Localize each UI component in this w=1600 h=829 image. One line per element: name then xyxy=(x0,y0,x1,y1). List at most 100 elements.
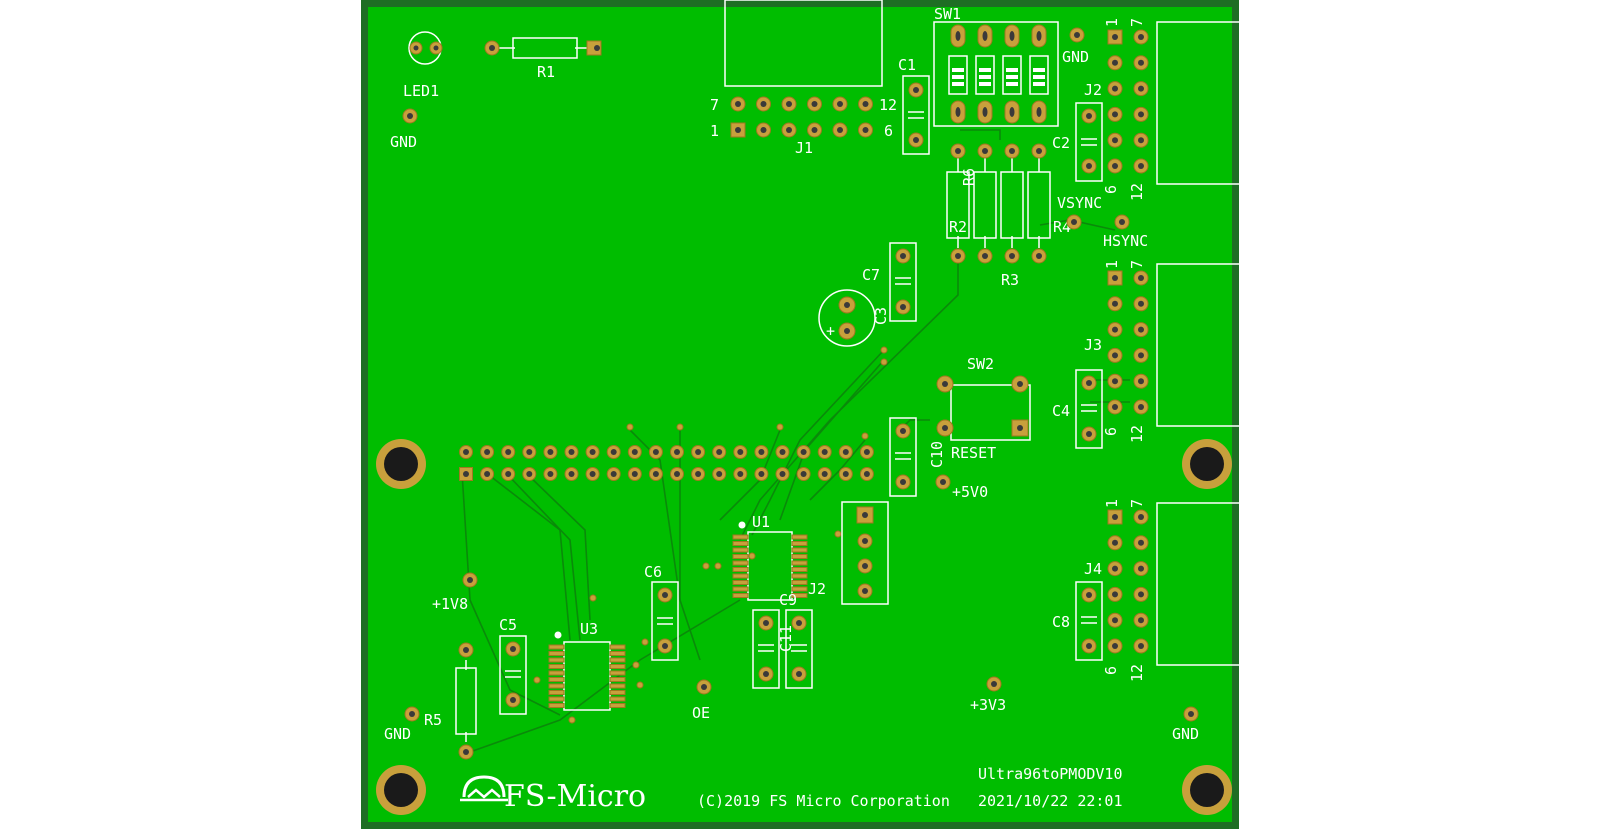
c7-footprint: C7 xyxy=(862,242,917,322)
c11-footprint: C11 xyxy=(777,609,813,689)
j4-pin12-label: 12 xyxy=(1128,664,1146,682)
u1-pin xyxy=(732,573,749,579)
u3-pin xyxy=(548,651,565,656)
drill-hole xyxy=(982,148,988,154)
led1-label: LED1 xyxy=(403,82,439,100)
j3-pmod-connector: 1 7 6 12 J3 xyxy=(1084,260,1244,443)
j2-small-header: J2 xyxy=(808,501,889,605)
u3-pin xyxy=(609,696,626,702)
drill-hole xyxy=(463,449,469,455)
p3v3-label: +3V3 xyxy=(970,696,1006,714)
resistor-body xyxy=(1000,171,1024,239)
sw1-actuator-mark xyxy=(952,68,964,72)
u1-ic: U1 xyxy=(732,513,808,601)
vsync-label: VSYNC xyxy=(1057,194,1102,212)
j1-pin12-label: 12 xyxy=(879,96,897,114)
drill-hole xyxy=(484,449,491,455)
j3-pin6-label: 6 xyxy=(1102,427,1120,436)
sw1-actuator-mark xyxy=(1006,68,1018,72)
ultra96-header xyxy=(459,445,874,481)
drill-hole xyxy=(1138,514,1144,520)
j3-pin1-label: 1 xyxy=(1103,260,1121,269)
resistor-body xyxy=(1027,171,1051,239)
drill-hole xyxy=(862,101,869,107)
fs-micro-logo: FS-Micro xyxy=(460,775,646,814)
drill-hole xyxy=(1138,275,1144,281)
drill-hole xyxy=(955,148,961,154)
drill-hole xyxy=(631,471,638,477)
drill-hole xyxy=(862,127,869,133)
drill-hole xyxy=(1009,148,1015,154)
gnd-top-right-label: GND xyxy=(1062,48,1089,66)
c5-label: C5 xyxy=(499,616,517,634)
u1-pin xyxy=(732,586,749,592)
u1-pin xyxy=(732,541,749,546)
j2-pin7-label: 7 xyxy=(1128,18,1146,27)
c7-label: C7 xyxy=(862,266,880,284)
drill-hole xyxy=(716,471,723,477)
drill-hole xyxy=(1112,85,1118,92)
u3-pin xyxy=(548,696,565,702)
drill-hole xyxy=(1138,137,1144,144)
c3-footprint: + C3 xyxy=(818,289,890,347)
j3-pin12-label: 12 xyxy=(1128,425,1146,443)
c8-footprint: C8 xyxy=(1052,581,1103,661)
drill-hole xyxy=(1036,107,1042,117)
u3-label: U3 xyxy=(580,620,598,638)
j4-pin6-label: 6 xyxy=(1102,666,1120,675)
r2-label: R2 xyxy=(949,218,967,236)
sw1-actuator xyxy=(1029,55,1049,95)
drill-hole xyxy=(1112,378,1118,385)
drill-hole xyxy=(1138,300,1144,307)
timestamp-text: 2021/10/22 22:01 xyxy=(978,792,1123,810)
j3-pin7-label: 7 xyxy=(1128,260,1146,269)
drill-hole xyxy=(982,107,988,117)
u3-pin xyxy=(548,644,565,650)
drill-hole xyxy=(735,127,741,133)
drill-hole xyxy=(1138,617,1144,624)
drill-hole xyxy=(837,101,843,107)
u1-pin xyxy=(791,541,808,546)
c10-footprint: C10 xyxy=(889,417,946,497)
r5-footprint: R5 xyxy=(424,642,477,760)
drill-hole xyxy=(1112,300,1118,307)
drill-hole xyxy=(610,449,617,455)
c1-label: C1 xyxy=(898,56,916,74)
sw1-actuator-mark xyxy=(1033,82,1045,86)
c9-footprint: C9 xyxy=(752,591,797,689)
drill-hole xyxy=(821,471,828,477)
drill-hole xyxy=(842,471,849,477)
drill-hole xyxy=(547,471,554,477)
oe-label: OE xyxy=(692,704,710,722)
drill-hole xyxy=(982,31,988,41)
drill-hole xyxy=(779,449,786,455)
drill-hole xyxy=(1009,31,1015,41)
c10-label: C10 xyxy=(928,441,946,468)
drill-hole xyxy=(737,471,744,477)
drill-hole xyxy=(674,471,680,477)
u3-pin xyxy=(609,644,626,650)
u3-pin xyxy=(609,670,626,676)
drill-hole xyxy=(547,449,554,455)
j1-pin6-label: 6 xyxy=(884,122,893,140)
u1-pin xyxy=(791,560,808,566)
drill-hole xyxy=(1112,617,1118,624)
drill-hole xyxy=(589,471,596,477)
j2-pin1-label: 1 xyxy=(1103,18,1121,27)
drill-hole xyxy=(811,127,818,133)
r6-label: R6 xyxy=(960,168,978,186)
drill-hole xyxy=(1138,352,1144,359)
drill-hole xyxy=(463,471,469,477)
gnd-bottom-left-label: GND xyxy=(384,725,411,743)
sw2-reset-switch: SW2 RESET xyxy=(936,355,1031,462)
traces xyxy=(461,129,1130,753)
board-name-text: Ultra96toPMODV10 xyxy=(978,765,1123,783)
drill-hole xyxy=(1112,404,1118,410)
drill-hole xyxy=(1138,34,1144,40)
r3-label: R3 xyxy=(1001,271,1019,289)
drill-hole xyxy=(695,449,702,455)
drill-hole xyxy=(652,449,659,455)
sw1-actuator-mark xyxy=(1006,75,1018,79)
j3-label: J3 xyxy=(1084,336,1102,354)
sw1-label: SW1 xyxy=(934,5,961,23)
